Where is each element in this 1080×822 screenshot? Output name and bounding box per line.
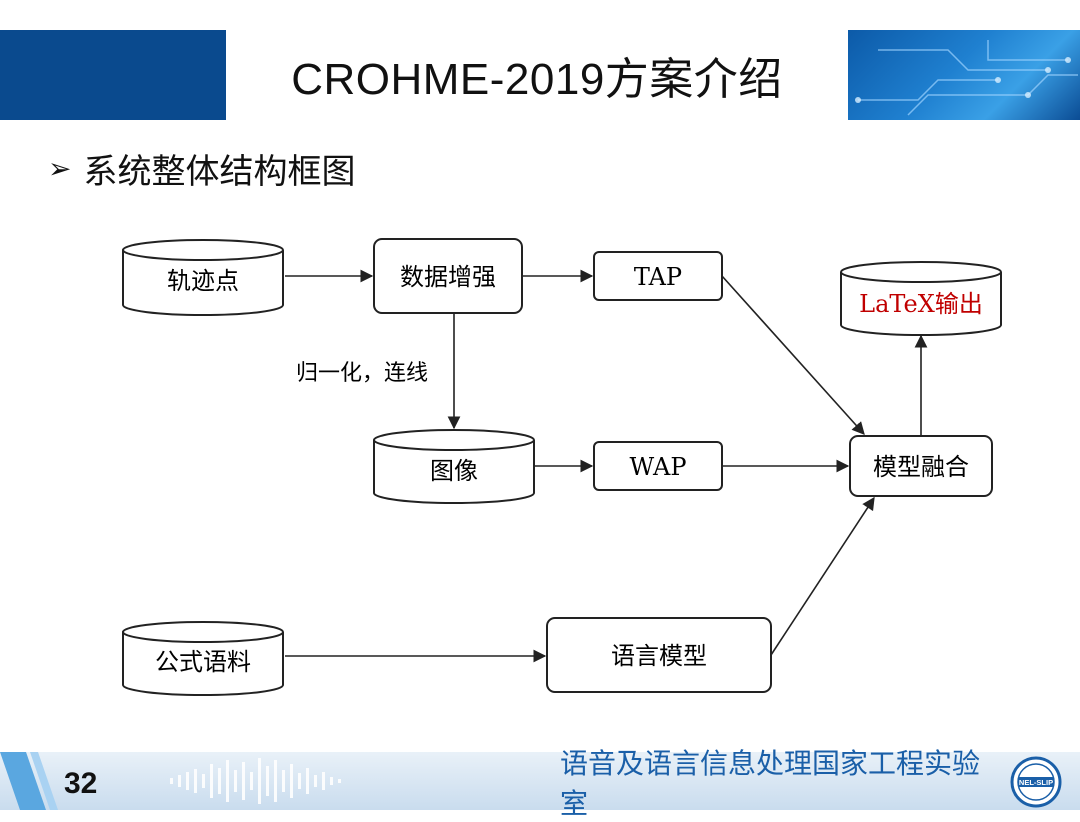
node-augment-box: 数据增强 [373, 238, 523, 314]
footer-stripe-decoration [0, 752, 58, 810]
node-lm-box: 语言模型 [546, 617, 772, 693]
node-image-cylinder: 图像 [373, 429, 535, 504]
sound-wave-decoration [170, 758, 341, 804]
edge-tap-to-fusion [721, 275, 865, 435]
node-latex-cylinder: LaTeX输出 [840, 261, 1002, 336]
lab-name: 语音及语言信息处理国家工程实验室 [560, 747, 981, 820]
lab-logo-icon: NEL-SLIP [1010, 756, 1062, 808]
node-trajectory-label: 轨迹点 [167, 267, 239, 295]
header-right-band [848, 30, 1080, 120]
node-tap-box: TAP [593, 251, 723, 301]
section-heading-text: 系统整体结构框图 [83, 151, 356, 192]
node-latex-label: LaTeX输出 [859, 290, 983, 318]
edge-label-normalize: 归一化，连线 [296, 361, 428, 386]
edge-lm-to-fusion [770, 496, 875, 656]
node-wap-box: WAP [593, 441, 723, 491]
slide-title: CROHME-2019方案介绍 [291, 55, 783, 104]
node-corpus-label: 公式语料 [155, 648, 251, 676]
node-augment-label: 数据增强 [400, 263, 496, 291]
node-image-label: 图像 [430, 457, 478, 485]
node-trajectory-cylinder: 轨迹点 [122, 239, 284, 316]
header-left-band [0, 30, 226, 120]
section-heading: ➢ 系统整体结构框图 [48, 140, 355, 196]
node-wap-label: WAP [630, 453, 687, 481]
svg-text:NEL-SLIP: NEL-SLIP [1019, 778, 1053, 787]
node-fusion-label: 模型融合 [873, 453, 969, 481]
node-corpus-cylinder: 公式语料 [122, 621, 284, 696]
node-lm-label: 语言模型 [611, 642, 707, 670]
node-tap-label: TAP [634, 263, 682, 291]
node-fusion-box: 模型融合 [849, 435, 993, 497]
circuit-pattern-decoration [855, 40, 1078, 116]
page-number: 32 [64, 767, 98, 800]
arrow-bullet-icon: ➢ [48, 151, 72, 185]
